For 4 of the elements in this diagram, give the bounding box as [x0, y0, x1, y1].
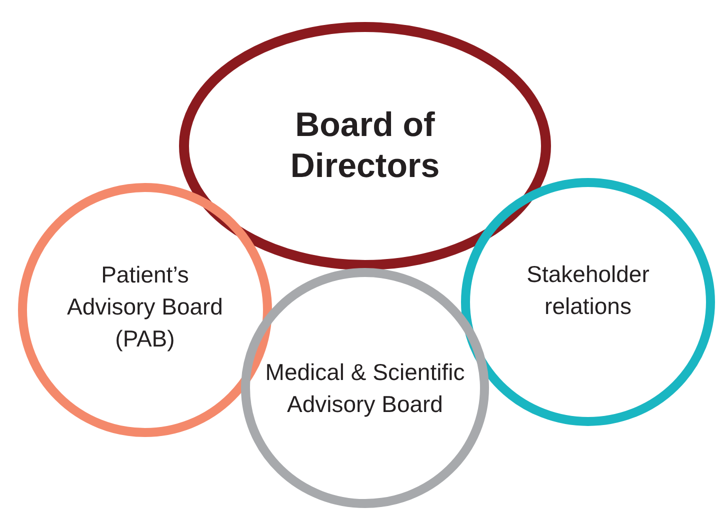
node-label: Medical & Scientific Advisory Board: [264, 358, 466, 419]
node-label: Stakeholder relations: [526, 260, 650, 321]
node-title: Board of Directors: [289, 105, 441, 187]
node-label: Patient’s Advisory Board (PAB): [66, 260, 224, 354]
